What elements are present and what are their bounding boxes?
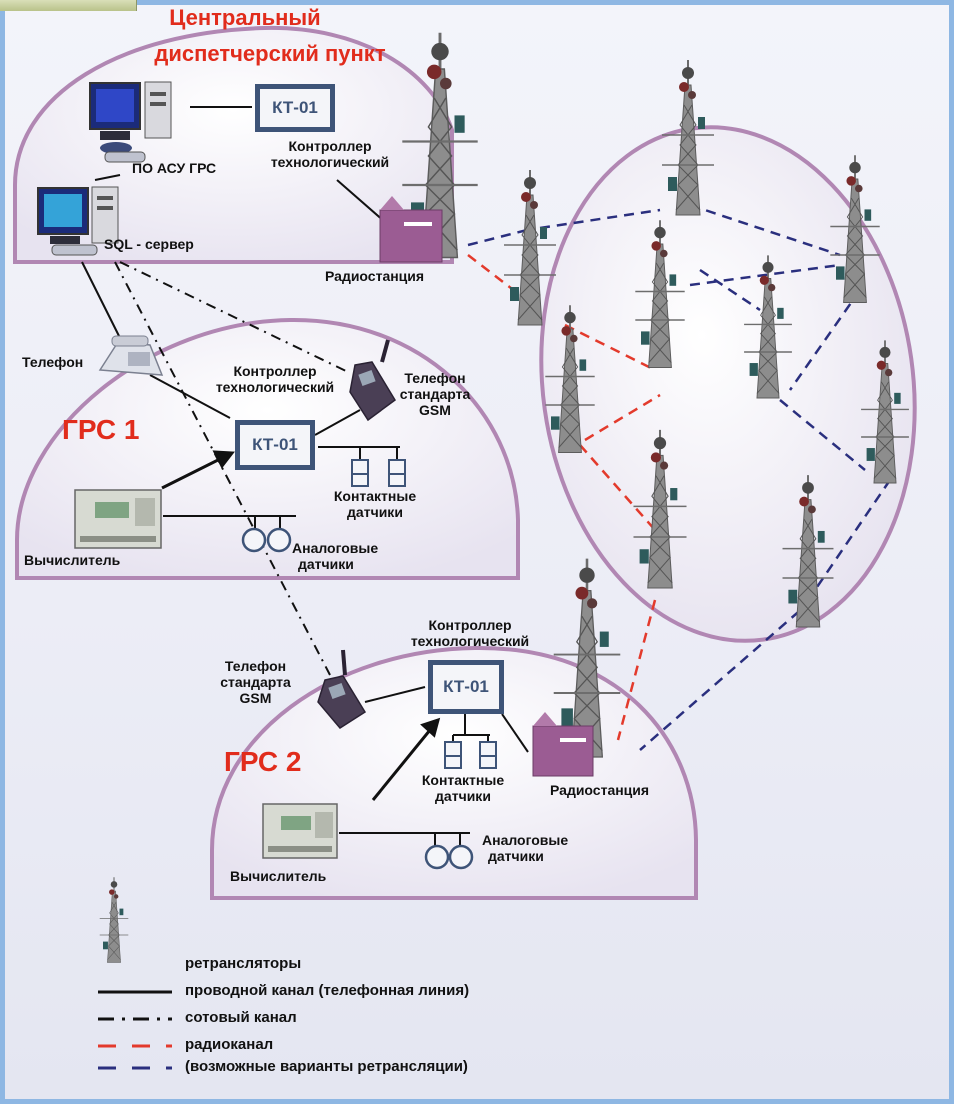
legend-relay: (возможные варианты ретрансляции) (185, 1058, 468, 1075)
corner-tab (0, 0, 137, 11)
grs1-kt01-label: КТ-01 (252, 435, 298, 454)
calculator-icon (74, 489, 162, 549)
grs2-analog-line2: датчики (488, 848, 544, 864)
grs2-contact-line1: Контактные (421, 772, 505, 788)
center-controller-line2: технологический (270, 154, 390, 170)
grs1-contact-line2: датчики (347, 504, 403, 520)
grs2-calc-label: Вычислитель (230, 868, 327, 884)
legend-repeaters: ретрансляторы (185, 955, 302, 972)
grs1-controller-line2: технологический (215, 379, 335, 395)
grs2-kt01-box: КТ-01 (428, 660, 504, 714)
grs2-kt01-label: КТ-01 (443, 677, 489, 696)
center-kt01-label: КТ-01 (272, 98, 318, 117)
center-software-label: ПО АСУ ГРС (132, 160, 217, 176)
center-sql-label: SQL - сервер (104, 236, 194, 252)
grs2-gsm-line3: GSM (239, 690, 272, 706)
legend-lines (98, 990, 172, 1070)
calculator-icon (262, 803, 338, 859)
legend-wired: проводной канал (телефонная линия) (185, 982, 470, 999)
grs1-contact-line1: Контактные (333, 488, 417, 504)
grs1-calc-label: Вычислитель (24, 552, 121, 568)
center-radio-label: Радиостанция (325, 268, 425, 284)
grs2-gsm-line2: стандарта (220, 674, 291, 690)
grs1-gsm-line2: стандарта (399, 386, 471, 402)
computer-icon (37, 186, 119, 256)
radio-station-icon (379, 196, 443, 263)
grs2-title: ГРС 2 (224, 746, 302, 777)
center-title-line1: Центральный (169, 5, 321, 30)
gsm-phone-icon (349, 339, 396, 422)
grs1-analog-line1: Аналоговые (292, 540, 379, 556)
gsm-phone-icon (317, 649, 367, 729)
grs2-radio-label: Радиостанция (550, 782, 650, 798)
grs2-controller-line1: Контроллер (428, 617, 512, 633)
grs2-gsm-line1: Телефон (224, 658, 287, 674)
grs1-gsm-line3: GSM (419, 402, 451, 418)
grs1-kt01-box: КТ-01 (235, 420, 315, 470)
grs1-title: ГРС 1 (62, 414, 140, 445)
phone-icon (98, 335, 164, 376)
center-kt01-box: КТ-01 (255, 84, 335, 132)
center-controller-line1: Контроллер (288, 138, 372, 154)
grs1-analog-line2: датчики (298, 556, 354, 572)
legend-radio: радиоканал (185, 1036, 274, 1053)
legend-tower-icon (99, 876, 129, 964)
contact-sensor-icon (351, 459, 497, 769)
grs1-controller-line1: Контроллер (233, 363, 317, 379)
radio-station-icon (532, 712, 594, 777)
legend-cellular: сотовый канал (185, 1009, 297, 1026)
computer-icon (89, 81, 172, 163)
center-title-line2: диспетчерский пункт (154, 41, 386, 66)
grs2-controller-line2: технологический (410, 633, 530, 649)
grs2-contact-line2: датчики (435, 788, 491, 804)
analog-sensor-icon (241, 527, 474, 870)
grs1-gsm-line1: Телефон (404, 370, 466, 386)
grs2-analog-line1: Аналоговые (482, 832, 569, 848)
grs1-phone-label: Телефон (22, 354, 84, 370)
